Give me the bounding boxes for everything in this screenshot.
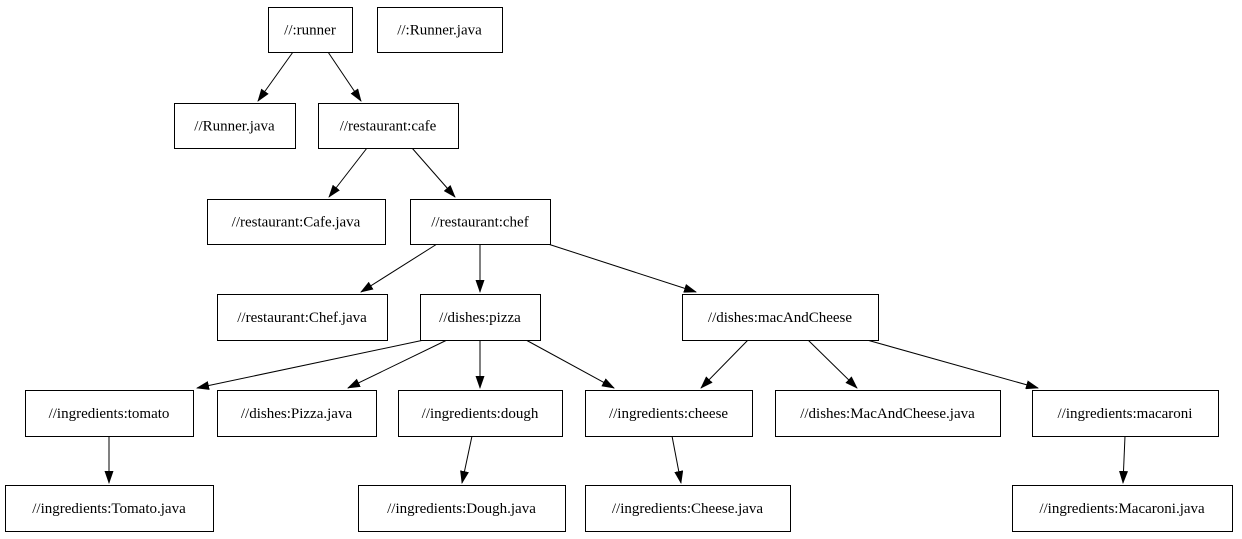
node-label-cheese-java: //ingredients:Cheese.java <box>612 501 764 517</box>
node-box-cheese <box>585 390 753 437</box>
node-box-pizza-java <box>217 390 377 437</box>
node-label-macaroni: //ingredients:macaroni <box>1058 406 1193 422</box>
edge-macaroni-to-macaroni-java <box>1119 435 1129 484</box>
node-label-mac-and-cheese-java: //dishes:MacAndCheese.java <box>800 406 975 422</box>
node-label-macaroni-java: //ingredients:Macaroni.java <box>1039 501 1205 517</box>
graph-node-tomato-java: //ingredients:Tomato.java <box>5 485 214 532</box>
edge-pizza-to-cheese <box>525 339 615 389</box>
graph-node-mac-and-cheese-java: //dishes:MacAndCheese.java <box>775 390 1001 437</box>
graph-node-runner-java: //Runner.java <box>174 103 296 149</box>
edge-mac-and-cheese-to-mac-and-cheese-java <box>807 339 858 389</box>
edge-cheese-to-cheese-java <box>671 435 684 484</box>
edge-pizza-to-tomato <box>196 339 425 390</box>
node-box-runner-java <box>174 103 296 149</box>
node-box-macaroni <box>1032 390 1219 437</box>
graph-node-cafe-java: //restaurant:Cafe.java <box>207 199 386 245</box>
graph-node-mac-and-cheese: //dishes:macAndCheese <box>682 294 879 341</box>
node-box-cafe-java <box>207 199 386 245</box>
node-box-tomato-java <box>5 485 214 532</box>
graph-node-macaroni: //ingredients:macaroni <box>1032 390 1219 437</box>
edge-mac-and-cheese-to-macaroni <box>866 339 1039 390</box>
edge-chef-to-chef-java <box>360 243 438 293</box>
edge-pizza-to-pizza-java <box>347 339 448 389</box>
node-box-tomato <box>25 390 194 437</box>
graph-node-pizza: //dishes:pizza <box>420 294 541 341</box>
graph-node-macaroni-java: //ingredients:Macaroni.java <box>1012 485 1233 532</box>
node-label-cheese: //ingredients:cheese <box>609 406 728 422</box>
node-label-pizza: //dishes:pizza <box>439 310 521 326</box>
node-box-chef-java <box>217 294 388 341</box>
graph-node-chef-java: //restaurant:Chef.java <box>217 294 388 341</box>
graph-node-dough-java: //ingredients:Dough.java <box>358 485 566 532</box>
node-label-chef: //restaurant:chef <box>431 215 528 231</box>
node-box-chef <box>410 199 551 245</box>
node-label-runner-java-top: //:Runner.java <box>397 23 482 39</box>
graph-node-pizza-java: //dishes:Pizza.java <box>217 390 377 437</box>
graph-node-cheese-java: //ingredients:Cheese.java <box>585 485 791 532</box>
node-label-cafe: //restaurant:cafe <box>340 119 437 135</box>
graph-node-cafe: //restaurant:cafe <box>318 103 459 149</box>
node-box-cafe <box>318 103 459 149</box>
node-box-macaroni-java <box>1012 485 1233 532</box>
node-label-chef-java: //restaurant:Chef.java <box>237 310 367 326</box>
graph-node-runner: //:runner <box>268 7 353 53</box>
edge-runner-to-cafe <box>327 51 362 102</box>
node-label-dough-java: //ingredients:Dough.java <box>387 501 536 517</box>
node-label-runner: //:runner <box>284 23 336 39</box>
edge-dough-to-dough-java <box>460 435 473 484</box>
node-label-tomato-java: //ingredients:Tomato.java <box>32 501 186 517</box>
node-box-pizza <box>420 294 541 341</box>
node-label-pizza-java: //dishes:Pizza.java <box>241 406 353 422</box>
node-box-runner <box>268 7 353 53</box>
node-label-dough: //ingredients:dough <box>422 406 539 422</box>
nodes-layer: //:runner //:Runner.java //Runner.java //re… <box>5 7 1233 532</box>
node-box-dough <box>398 390 563 437</box>
edge-mac-and-cheese-to-cheese <box>700 339 749 389</box>
node-label-cafe-java: //restaurant:Cafe.java <box>232 215 361 231</box>
graph-node-chef: //restaurant:chef <box>410 199 551 245</box>
graph-node-dough: //ingredients:dough <box>398 390 563 437</box>
edges-layer <box>104 51 1129 484</box>
node-box-dough-java <box>358 485 566 532</box>
node-label-runner-java: //Runner.java <box>194 119 275 135</box>
node-label-tomato: //ingredients:tomato <box>49 406 170 422</box>
node-box-mac-and-cheese <box>682 294 879 341</box>
edge-chef-to-mac-and-cheese <box>547 243 697 293</box>
edge-runner-to-runner-java <box>257 51 294 102</box>
graph-node-tomato: //ingredients:tomato <box>25 390 194 437</box>
node-label-mac-and-cheese: //dishes:macAndCheese <box>708 310 852 326</box>
graph-node-cheese: //ingredients:cheese <box>585 390 753 437</box>
edge-cafe-to-cafe-java <box>328 147 368 198</box>
edge-cafe-to-chef <box>411 147 456 198</box>
graph-node-runner-java-top: //:Runner.java <box>377 7 503 53</box>
node-box-runner-java-top <box>377 7 503 53</box>
node-box-mac-and-cheese-java <box>775 390 1001 437</box>
node-box-cheese-java <box>585 485 791 532</box>
